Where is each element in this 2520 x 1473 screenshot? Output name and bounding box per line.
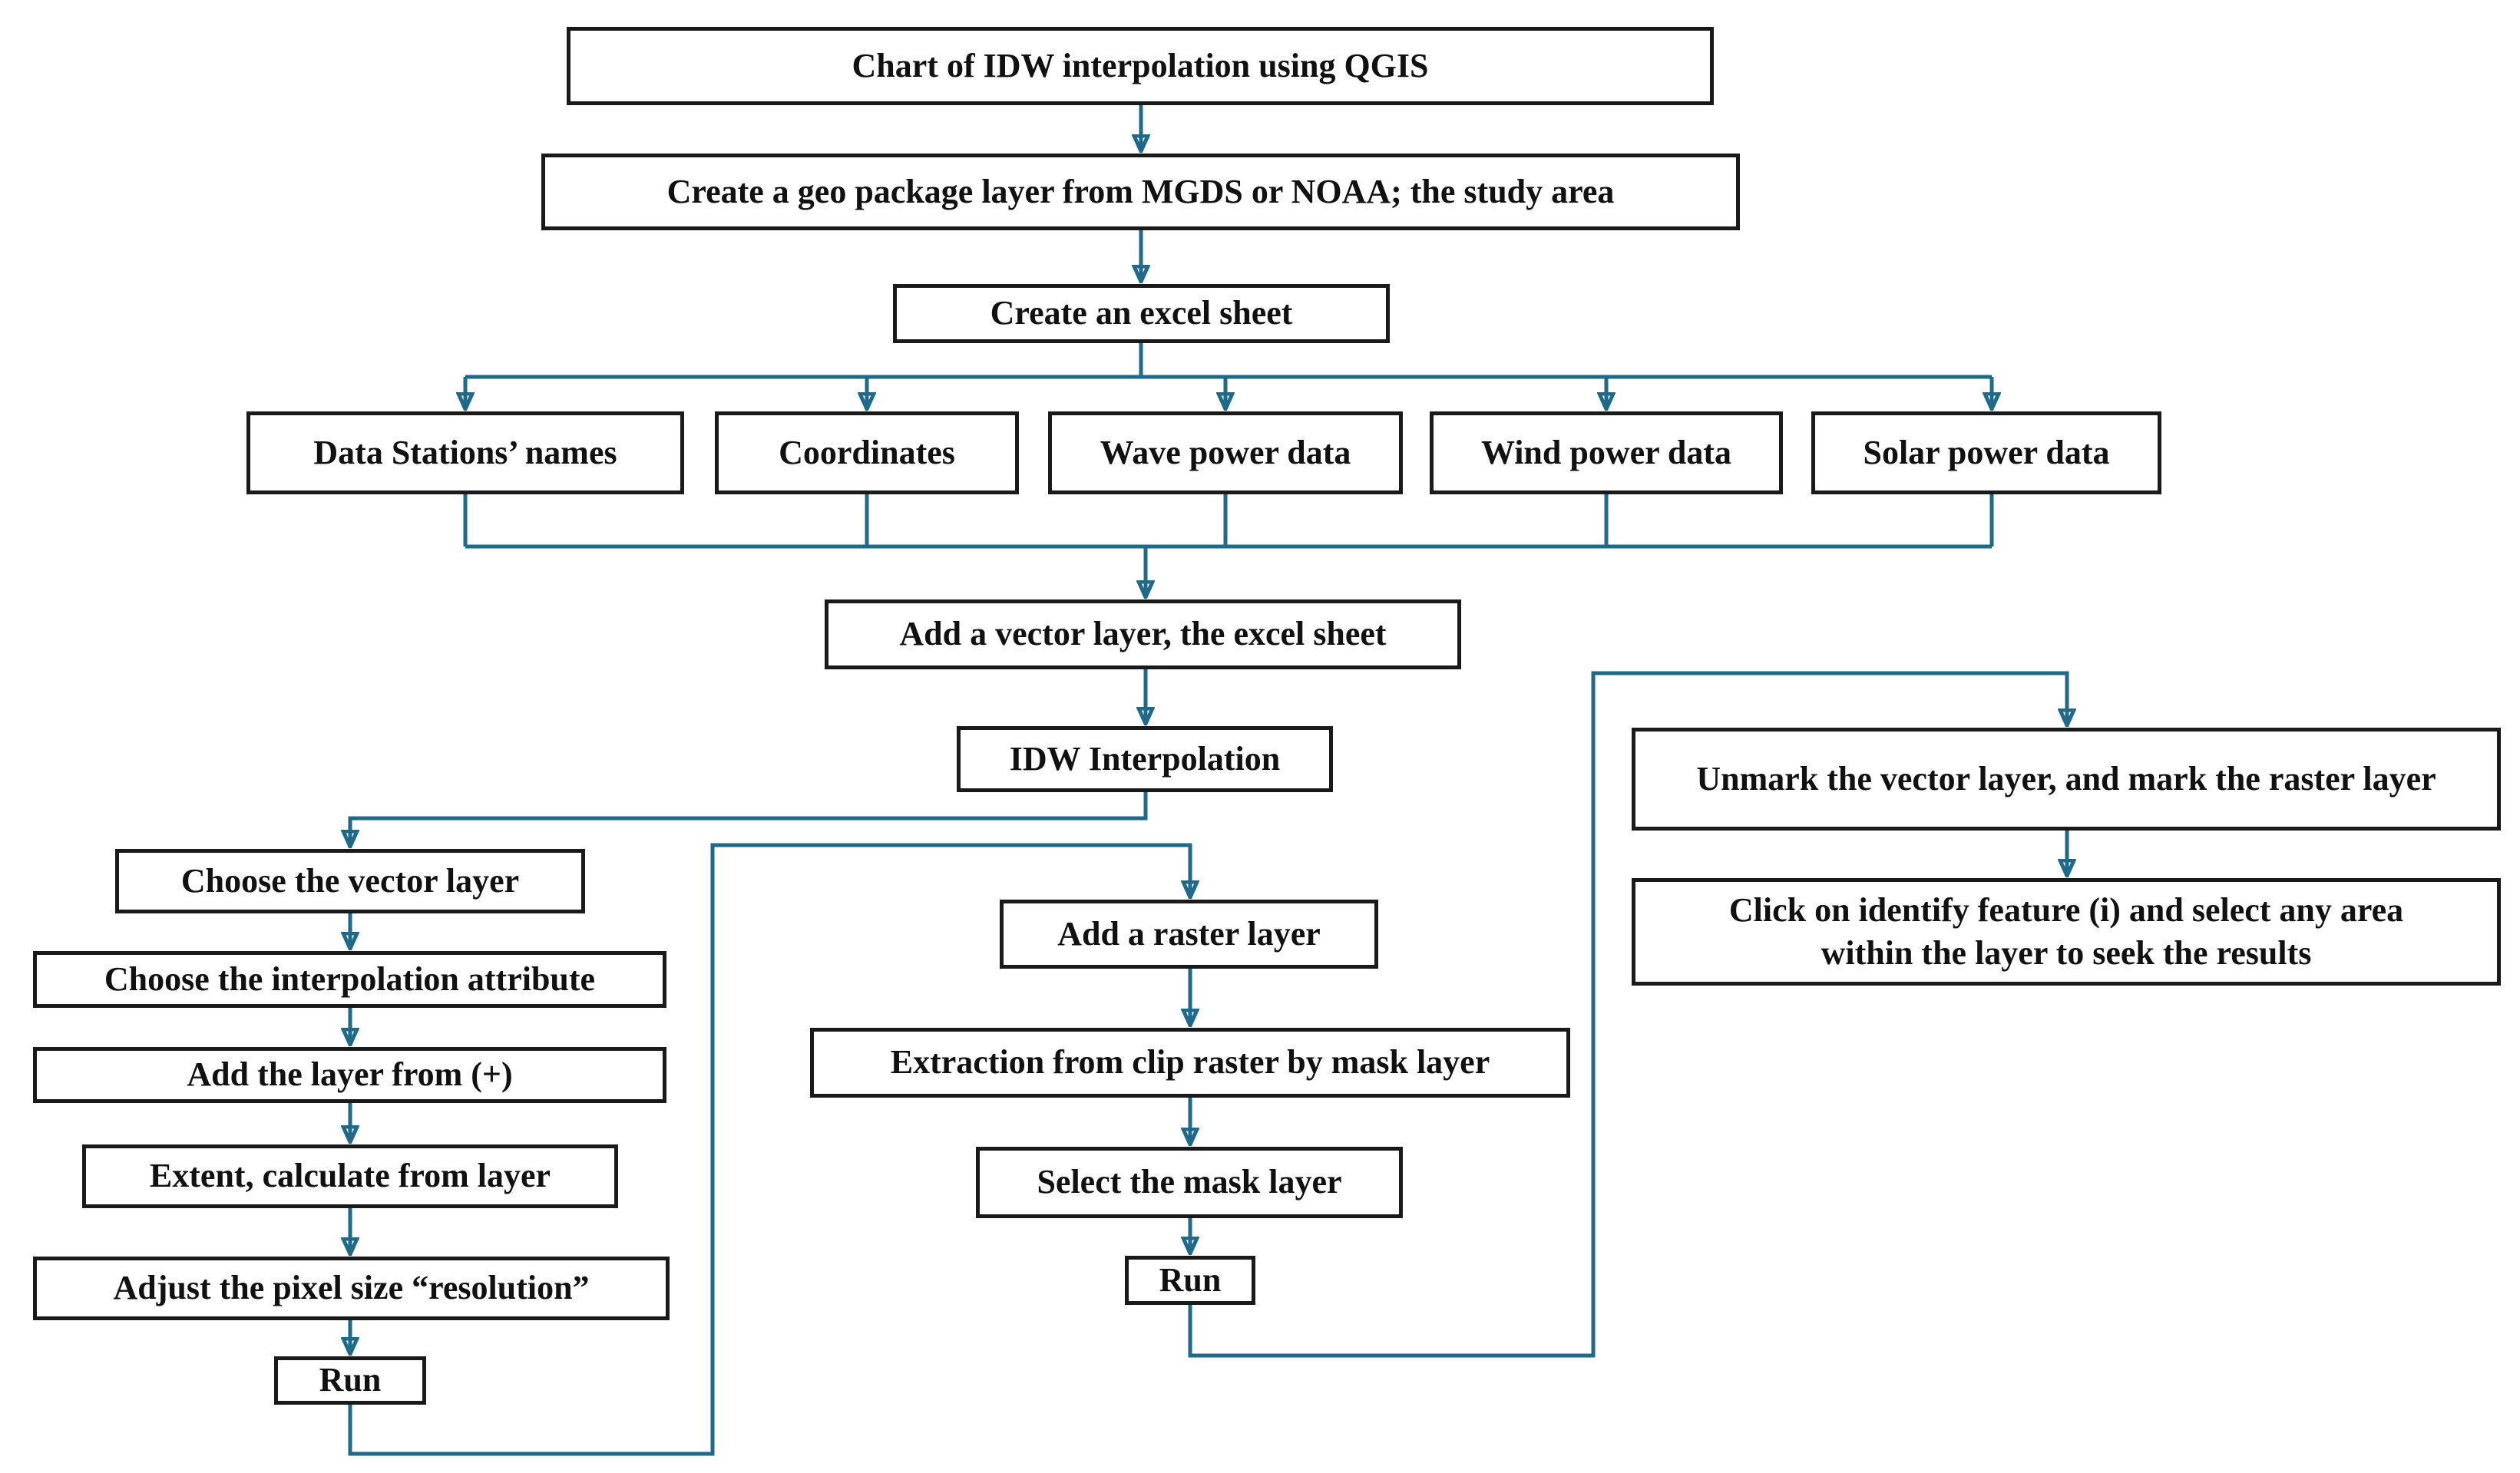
step-adjust-pixel-size: Adjust the pixel size “resolution” (33, 1257, 670, 1320)
connector-merge-bus (463, 494, 1994, 549)
step-idw-interpolation: IDW Interpolation (957, 726, 1333, 792)
step-unmark-vector-layer-label: Unmark the vector layer, and mark the ra… (1696, 759, 2436, 798)
step-choose-vector-layer-label: Choose the vector layer (180, 861, 520, 900)
step-select-mask-layer-label: Select the mask layer (1037, 1163, 1342, 1201)
step-create-geopackage: Create a geo package layer from MGDS or … (541, 154, 1740, 230)
step-identify-feature-line-1: Click on identify feature (i) and select… (1728, 890, 2404, 929)
step-extraction-clip-raster-label: Extraction from clip raster by mask laye… (890, 1043, 1490, 1082)
step-coordinates-label: Coordinates (779, 433, 955, 471)
connector-run-to-identify-branch (1188, 671, 2067, 1358)
step-data-station-names: Data Stations’ names (246, 411, 684, 494)
step-solar-power-data: Solar power data (1811, 411, 2161, 494)
step-idw-interpolation-label: IDW Interpolation (1009, 739, 1281, 778)
step-add-layer-from-plus: Add the layer from (+) (33, 1047, 666, 1103)
step-adjust-pixel-size-label: Adjust the pixel size “resolution” (113, 1269, 590, 1307)
step-run-extraction: Run (1125, 1256, 1255, 1305)
step-wave-power-data-label: Wave power data (1100, 433, 1351, 471)
step-add-raster-layer-label: Add a raster layer (1057, 914, 1321, 953)
step-identify-feature-text: Click on identify feature (i) and select… (1729, 889, 2403, 976)
step-identify-feature-line-2: within the layer to seek the results (1821, 934, 2312, 972)
arrow-idw-to-choose-vector (350, 792, 1148, 847)
step-create-geopackage-label: Create a geo package layer from MGDS or … (666, 172, 1615, 210)
step-add-raster-layer: Add a raster layer (1000, 900, 1378, 969)
step-select-mask-layer: Select the mask layer (976, 1147, 1403, 1218)
step-choose-interpolation-attribute-label: Choose the interpolation attribute (104, 959, 596, 998)
step-wind-power-data-label: Wind power data (1480, 433, 1731, 471)
step-identify-feature: Click on identify feature (i) and select… (1632, 878, 2501, 986)
step-create-excel-sheet: Create an excel sheet (893, 284, 1390, 343)
step-extraction-clip-raster: Extraction from clip raster by mask laye… (810, 1028, 1570, 1098)
step-run-extraction-label: Run (1159, 1260, 1222, 1299)
step-extent-calculate-from-layer: Extent, calculate from layer (82, 1144, 618, 1208)
step-wave-power-data: Wave power data (1048, 411, 1403, 494)
flowchart-title-text: Chart of IDW interpolation using QGIS (852, 46, 1429, 84)
connector-run-to-raster-branch (348, 843, 1190, 1456)
step-create-excel-sheet-label: Create an excel sheet (990, 294, 1293, 332)
step-add-layer-from-plus-label: Add the layer from (+) (187, 1055, 513, 1094)
flowchart-title: Chart of IDW interpolation using QGIS (567, 27, 1714, 105)
step-add-vector-layer-label: Add a vector layer, the excel sheet (899, 615, 1387, 653)
step-wind-power-data: Wind power data (1430, 411, 1783, 494)
connector-excel-split-bus (465, 343, 1992, 379)
step-coordinates: Coordinates (715, 411, 1019, 494)
step-unmark-vector-layer: Unmark the vector layer, and mark the ra… (1632, 728, 2501, 831)
step-data-station-names-label: Data Stations’ names (313, 433, 617, 471)
step-extent-calculate-from-layer-label: Extent, calculate from layer (149, 1157, 551, 1195)
step-solar-power-data-label: Solar power data (1863, 433, 2110, 471)
step-choose-vector-layer: Choose the vector layer (115, 849, 585, 913)
step-add-vector-layer: Add a vector layer, the excel sheet (825, 599, 1461, 669)
step-choose-interpolation-attribute: Choose the interpolation attribute (33, 951, 666, 1008)
step-run-interpolation: Run (274, 1356, 426, 1405)
step-run-interpolation-label: Run (319, 1361, 382, 1399)
